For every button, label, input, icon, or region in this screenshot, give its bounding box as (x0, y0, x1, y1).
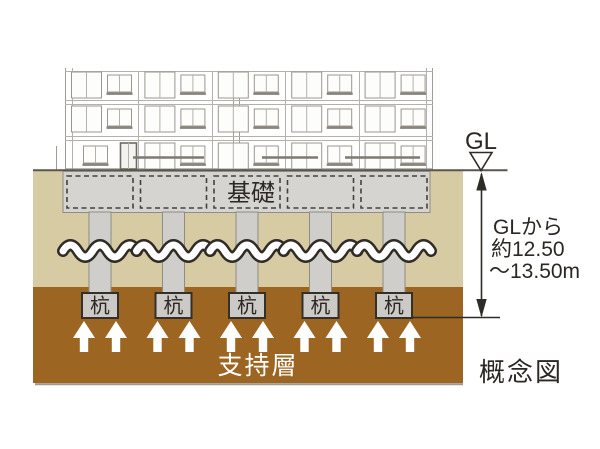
pile-label-1: 杭 (90, 295, 110, 318)
gl-label: GL (465, 128, 497, 155)
foundation-label: 基礎 (227, 180, 275, 207)
pile-label-4: 杭 (311, 295, 331, 318)
pile-label-3: 杭 (237, 295, 257, 318)
building-illustration (56, 68, 433, 170)
depth-note-line3: 〜13.50m (489, 260, 580, 283)
pile-cap-outlines (66, 175, 428, 209)
diagram-caption: 概念図 (479, 357, 563, 387)
gl-marker: GL (465, 128, 497, 173)
building-entrance-door (119, 142, 138, 170)
pile-tip-boxes: 杭 杭 杭 杭 杭 (81, 292, 413, 319)
pile-label-5: 杭 (384, 295, 404, 318)
depth-note-line2: 約12.50 (491, 238, 565, 261)
depth-note-line1: GLから (493, 216, 563, 239)
support-layer-label: 支持層 (217, 352, 298, 380)
depth-dimension: GLから 約12.50 〜13.50m (412, 172, 580, 319)
pile-label-2: 杭 (164, 295, 184, 318)
foundation-slab (62, 171, 431, 213)
